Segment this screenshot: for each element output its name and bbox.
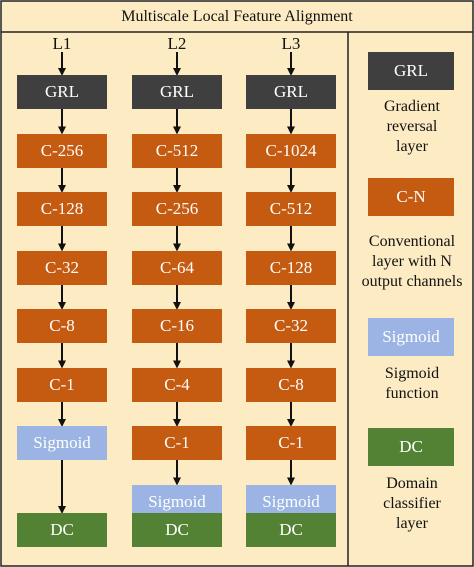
conv-block: C-256 [17,133,107,168]
conv-block: C-8 [17,309,107,343]
legend-dc-line: Domain [386,475,438,492]
conv-block: C-1 [246,426,336,460]
legend-dc-box: DC [368,428,454,466]
conv-block: C-16 [132,309,222,343]
sigmoid-block: Sigmoid [246,484,336,519]
diagram-title: Multiscale Local Feature Alignment [121,8,353,25]
conv-block: C-64 [132,250,222,285]
legend-sigmoid-line: Sigmoid [384,365,440,382]
conv-block: C-256 [132,192,222,226]
legend-dc-line: layer [396,515,428,532]
conv-block: C-1 [132,426,222,460]
conv-block: C-32 [17,250,107,285]
legend-grl-line: layer [396,138,428,155]
legend-grl-box: GRL [368,52,454,90]
conv-block: C-128 [17,192,107,226]
legend-conv-line: output channels [361,273,463,290]
legend-conv-line: Conventional [368,233,456,250]
legend-conv-description: Conventional layer with N output channel… [352,232,472,292]
grl-block: GRL [246,75,336,109]
conv-block: C-1 [17,367,107,402]
legend-dc-line: classifier [383,495,441,512]
column-label: L3 [281,34,301,53]
grl-block: GRL [17,75,107,109]
conv-block: C-128 [246,250,336,285]
dc-block: DC [17,513,107,547]
column-label: L1 [52,34,72,53]
dc-block: DC [132,513,222,547]
legend-dc-description: Domain classifier layer [352,474,472,534]
conv-block: C-4 [132,367,222,402]
sigmoid-block: Sigmoid [132,484,222,519]
conv-block: C-8 [246,367,336,402]
dc-block: DC [246,513,336,547]
conv-block: C-512 [132,133,222,168]
conv-block: C-512 [246,192,336,226]
column-label: L2 [167,34,187,53]
legend-grl-line: reversal [386,118,438,135]
legend-sigmoid-box: Sigmoid [368,318,454,356]
conv-block: C-32 [246,309,336,343]
legend-conv-box: C-N [368,178,454,216]
legend-sigmoid-description: Sigmoid function [352,364,472,404]
legend-conv-line: layer with N [372,253,452,270]
legend-sigmoid-line: function [385,385,439,402]
legend-grl-description: Gradient reversal layer [352,97,472,157]
sigmoid-block: Sigmoid [17,426,107,460]
legend-grl-line: Gradient [384,98,440,115]
grl-block: GRL [132,75,222,109]
conv-block: C-1024 [246,133,336,168]
